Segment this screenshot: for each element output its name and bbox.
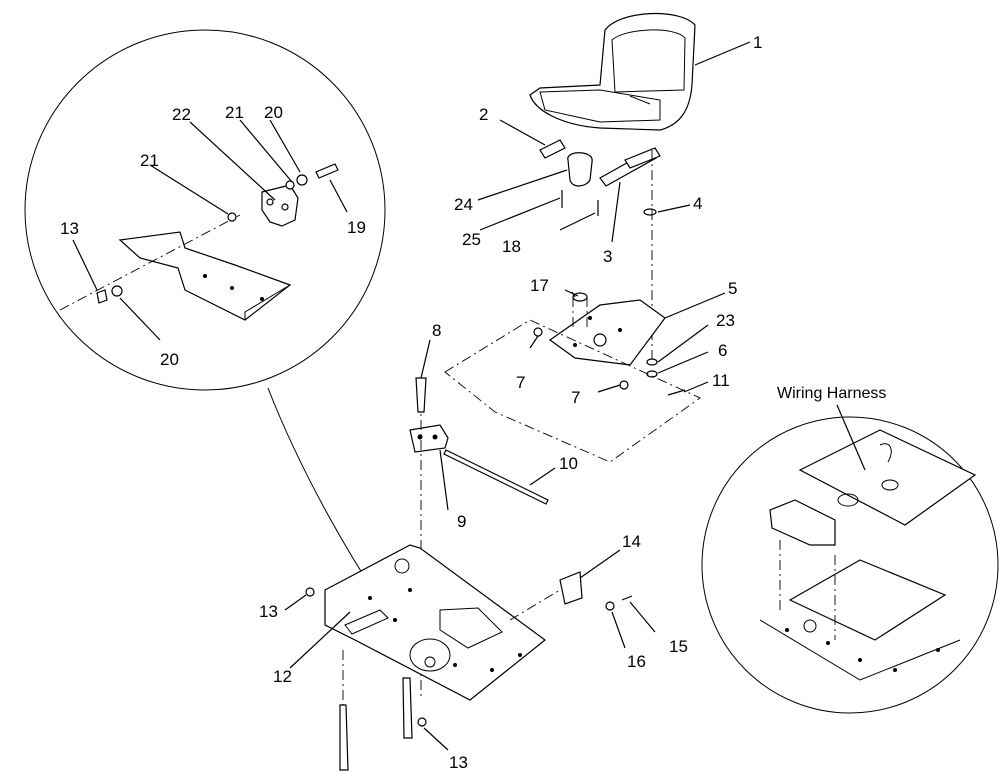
callout-22: 22 [172, 105, 191, 124]
right-detail-view [701, 416, 999, 714]
left-detail-view [24, 29, 401, 631]
switch-24 [567, 152, 593, 187]
callout-2: 2 [479, 105, 488, 124]
callout-18: 18 [502, 237, 521, 256]
callout-9: 9 [457, 512, 466, 531]
spacer-7-top [533, 327, 543, 337]
callout-13-detail: 13 [60, 219, 79, 238]
rod-10 [443, 449, 549, 505]
bracket-14 [559, 571, 583, 605]
callout-7-bottom: 7 [571, 388, 580, 407]
strap-right [402, 677, 413, 739]
callout-13-bottom: 13 [449, 753, 468, 772]
callout-3: 3 [603, 247, 612, 266]
callout-12: 12 [273, 667, 292, 686]
bolt-19 [315, 163, 339, 179]
callout-21-left: 21 [140, 151, 159, 170]
pin-11 [667, 389, 686, 396]
callout-labels: 1 2 3 4 5 6 7 7 8 9 10 11 12 13 13 14 15… [60, 33, 886, 772]
callout-24: 24 [454, 195, 473, 214]
washer-16 [605, 601, 615, 611]
seat-plate-part-5 [548, 299, 666, 366]
seat-part-1 [529, 12, 696, 131]
washer-20-bottom [111, 285, 123, 297]
callout-11: 11 [712, 371, 730, 390]
callout-17: 17 [530, 276, 549, 295]
callout-13-frame: 13 [259, 602, 278, 621]
nut-13-frame [305, 587, 315, 597]
bracket-part-22 [261, 184, 299, 227]
nut-13-detail [96, 289, 108, 304]
washer-21-right [285, 180, 295, 190]
callout-23: 23 [716, 311, 735, 330]
bushing-4 [643, 208, 657, 216]
callout-10: 10 [559, 454, 578, 473]
callout-20-bottom: 20 [160, 350, 179, 369]
washer-20-top [296, 174, 308, 186]
bolt-8 [415, 377, 427, 413]
detail-frame-plate [59, 214, 292, 321]
callout-25: 25 [462, 230, 481, 249]
washer-21-left [227, 212, 237, 222]
hinge-part-9 [409, 424, 449, 453]
washer-23 [646, 358, 658, 366]
callout-1: 1 [753, 33, 762, 52]
callout-19: 19 [347, 218, 366, 237]
callout-7-top: 7 [516, 373, 525, 392]
bolt-15 [621, 595, 633, 601]
left-detail-circle [24, 29, 386, 391]
callout-5: 5 [728, 279, 737, 298]
right-detail-circle [701, 416, 999, 714]
wiring-harness-label: Wiring Harness [777, 385, 886, 402]
plate-projection-outline [444, 319, 701, 463]
callout-4: 4 [693, 194, 702, 213]
callout-6: 6 [718, 341, 727, 360]
callout-16: 16 [627, 652, 646, 671]
callout-14: 14 [622, 532, 641, 551]
spacer-7-bottom [619, 380, 629, 390]
strap-left [339, 704, 349, 771]
callout-20-top: 20 [264, 103, 283, 122]
frame-plate [324, 544, 546, 701]
callout-21-top: 21 [225, 103, 244, 122]
callout-8: 8 [432, 321, 441, 340]
nut-13-bottom [417, 717, 427, 727]
leader-lines [72, 41, 866, 751]
seat-slide-rails [539, 139, 661, 187]
callout-15: 15 [669, 637, 688, 656]
